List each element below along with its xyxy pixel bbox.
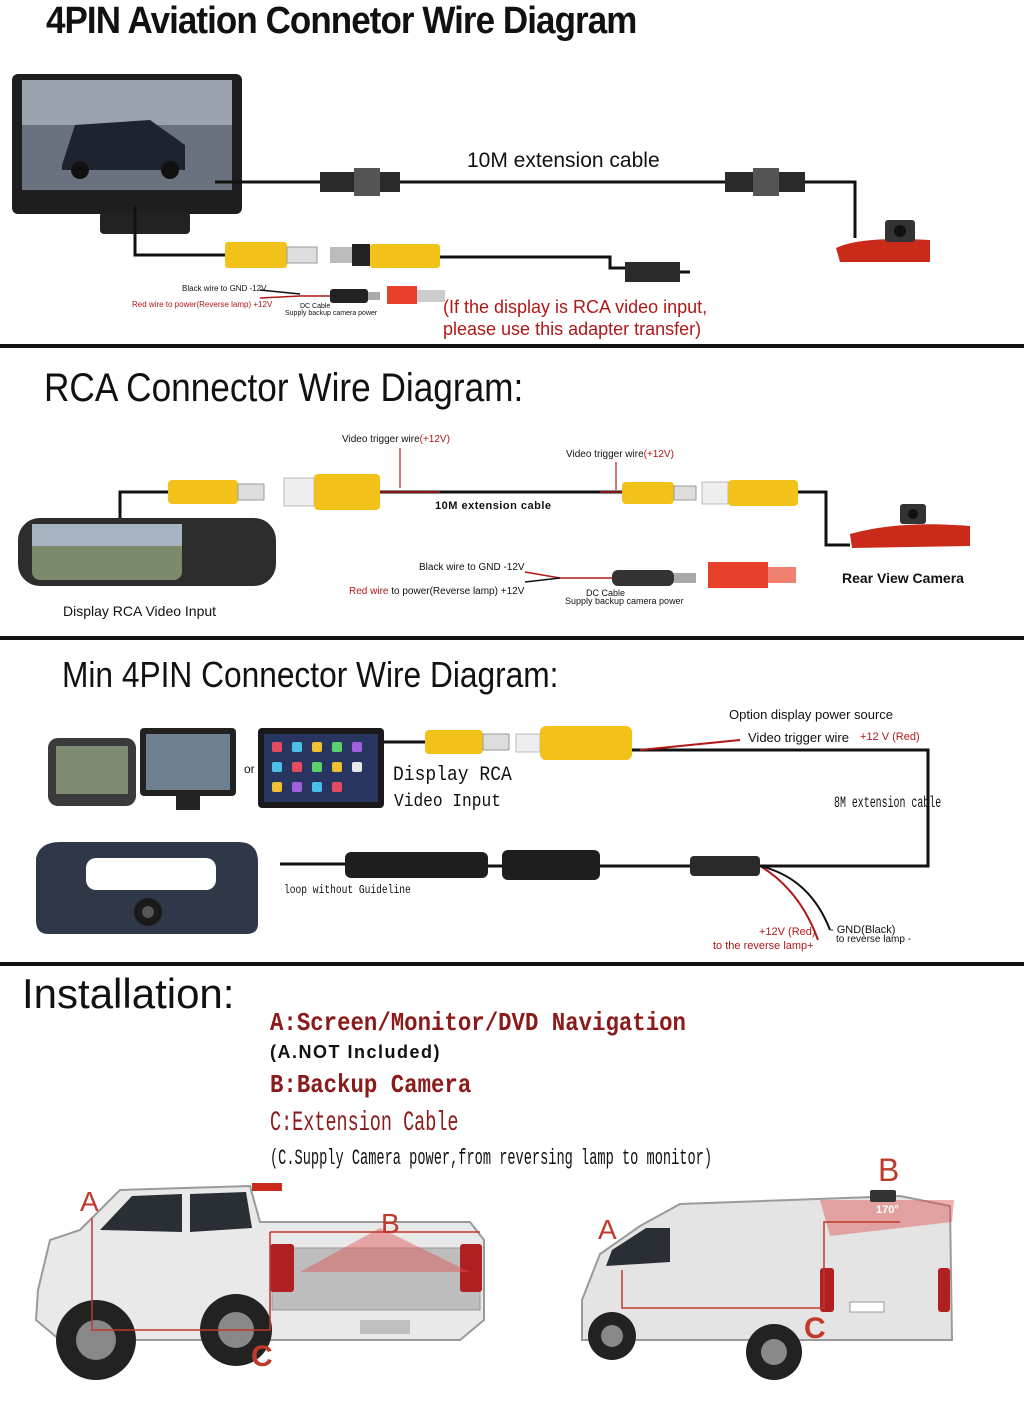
rca-plug-section2-right — [622, 480, 798, 506]
installation-title: Installation: — [22, 970, 235, 1017]
section3-gnd-label: - GND(Black) — [830, 924, 896, 936]
truck-marker-c: C — [251, 1340, 273, 1373]
dc-cable-section1 — [259, 286, 445, 304]
monitor-7inch — [12, 74, 242, 234]
section3-or-label: or — [244, 762, 255, 776]
section3-extension-label: 8M extension cable — [834, 794, 942, 812]
van-marker-c: C — [804, 1312, 826, 1345]
camera-brake-light-2 — [850, 504, 970, 548]
trigger-wire-section3 — [639, 739, 741, 751]
rca-plug-section3 — [425, 726, 632, 760]
section1-adapter-note-2: please use this adapter transfer) — [443, 319, 702, 339]
section3-display-label-1: Display RCA — [393, 764, 512, 787]
cargo-van — [581, 1190, 954, 1380]
truck-marker-b: B — [381, 1208, 400, 1239]
section2-black-wire-label: Black wire to GND -12V — [419, 562, 525, 573]
van-camera-angle: 170° — [876, 1204, 899, 1216]
install-c-note: (C.Supply Camera power,from reversing la… — [270, 1146, 713, 1171]
section1-title: 4PIN Aviation Connetor Wire Diagram — [46, 0, 637, 42]
section3-display-label-2: Video Input — [394, 792, 501, 812]
section1-red-wire-label: Red wire to power(Reverse lamp) +12V — [132, 300, 273, 309]
monitor-thumbnails — [48, 728, 236, 810]
section-divider-3 — [0, 962, 1024, 966]
section2-trigger-left-label: Video trigger wire(+12V) — [342, 434, 450, 445]
red-wire-section3 — [759, 865, 819, 941]
section2-display-label: Display RCA Video Input — [63, 603, 217, 619]
dc-cable-section2 — [524, 562, 796, 588]
section1-dc-supply-label: Supply backup camera power — [285, 310, 378, 317]
install-c-line: C:Extension Cable — [270, 1108, 459, 1139]
rca-adapter-section1 — [225, 242, 680, 282]
section-divider-1 — [0, 344, 1024, 348]
section3-title: Min 4PIN Connector Wire Diagram: — [62, 654, 559, 695]
section2-dc-supply-label: Supply backup camera power — [565, 596, 684, 606]
section3-option-power-label: Option display power source — [729, 707, 894, 722]
black-wire-section3 — [759, 865, 831, 931]
section1-black-wire-label: Black wire to GND -12V — [182, 284, 267, 293]
truck-marker-a: A — [80, 1186, 99, 1217]
camera-brake-light-1 — [836, 220, 930, 262]
section2-trigger-right-label: Video trigger wire(+12V) — [566, 449, 674, 460]
section3-reverse-lamp-plus: to the reverse lamp+ — [713, 940, 814, 952]
mini-4pin-connectors — [345, 850, 760, 880]
section2-cable-label: 10M extension cable — [435, 500, 552, 512]
aviation-connector-left — [320, 168, 400, 196]
pickup-truck — [34, 1183, 485, 1380]
wires-section3 — [280, 740, 930, 868]
install-a-note: (A.NOT Included) — [270, 1042, 441, 1062]
section2-title: RCA Connector Wire Diagram: — [44, 366, 524, 410]
section-divider-2 — [0, 636, 1024, 640]
section1-dc-cable-label: DC Cable — [300, 303, 331, 310]
rca-plug-section2-left — [168, 474, 380, 510]
van-marker-a: A — [598, 1214, 617, 1245]
section3-trigger-label: Video trigger wire — [748, 730, 849, 745]
section2-dc-cable-label: DC Cable — [586, 588, 626, 598]
tailgate-handle-camera — [36, 842, 258, 934]
aviation-connector-right — [725, 168, 805, 196]
install-b-line: B:Backup Camera — [270, 1070, 472, 1100]
install-a-line: A:Screen/Monitor/DVD Navigation — [270, 1008, 686, 1038]
section1-adapter-note-1: (If the display is RCA video input, — [443, 297, 708, 317]
mirror-monitor — [18, 518, 276, 586]
section3-reverse-lamp-minus: to reverse lamp - — [836, 934, 912, 945]
wires-section1 — [133, 180, 857, 274]
section3-loop-label: loop without Guideline — [284, 883, 411, 897]
van-marker-b: B — [878, 1152, 900, 1188]
section1-cable-label: 10M extension cable — [467, 149, 660, 172]
section2-camera-label: Rear View Camera — [842, 570, 964, 586]
section2-red-wire-label: Red wire to power(Reverse lamp) +12V — [349, 586, 525, 597]
section3-plus12-label: +12V (Red) — [759, 926, 816, 938]
section3-trigger-voltage: +12 V (Red) — [860, 731, 920, 743]
android-head-unit — [258, 728, 384, 808]
